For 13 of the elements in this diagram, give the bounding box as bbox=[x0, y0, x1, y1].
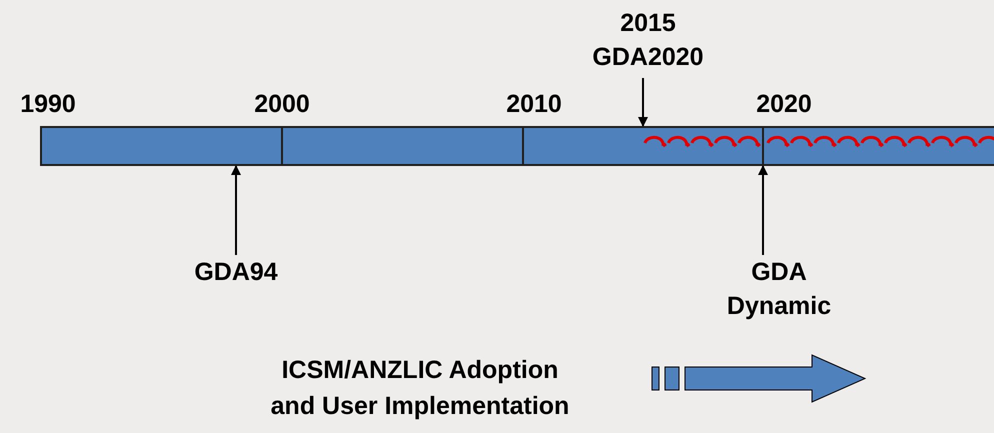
arrow bbox=[231, 165, 241, 255]
timeline-bar bbox=[40, 126, 994, 166]
milestone-label: GDA Dynamic bbox=[726, 257, 832, 322]
year-label: 2020 bbox=[755, 89, 813, 120]
arrow bbox=[758, 165, 768, 255]
milestone-label: GDA94 bbox=[194, 257, 278, 288]
year-label: 2010 bbox=[505, 89, 563, 120]
year-label: 2000 bbox=[253, 89, 311, 120]
arrow bbox=[638, 78, 648, 127]
note-text: ICSM/ANZLIC Adoption and User Implementation bbox=[270, 355, 570, 422]
year-label: 1990 bbox=[19, 89, 77, 120]
milestone-label: 2015 bbox=[620, 8, 676, 39]
milestone-label: GDA2020 bbox=[592, 42, 704, 73]
